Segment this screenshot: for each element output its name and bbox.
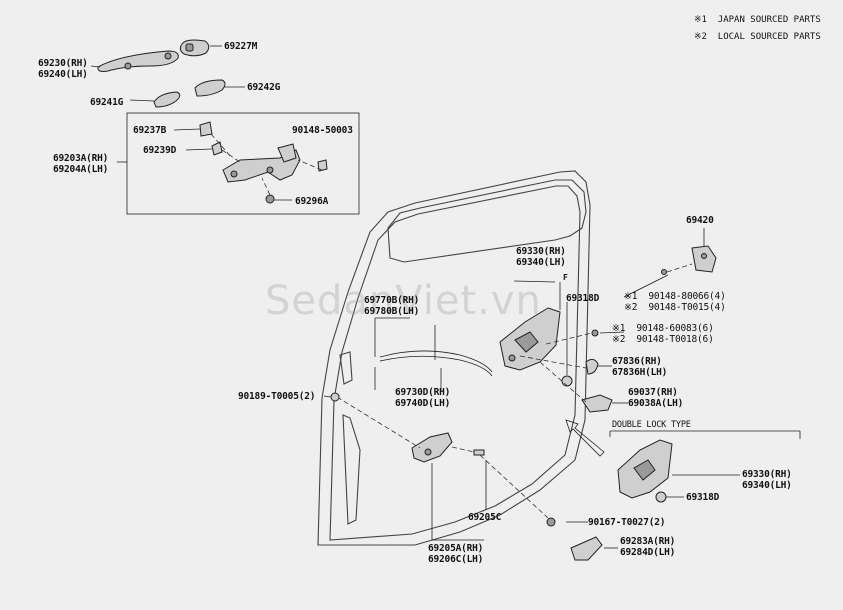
watermark: SedanViet.vn <box>265 278 542 324</box>
double-lock-bracket <box>609 430 801 439</box>
striker-bracket-part <box>661 245 717 275</box>
label-double-lock-type: DOUBLE LOCK TYPE <box>612 420 691 430</box>
door-outline <box>317 170 591 546</box>
label-69330-double-lock: 69330(RH) 69340(LH) <box>742 469 792 491</box>
label-69730d: 69730D(RH) 69740D(LH) <box>395 387 451 409</box>
fastener-parts <box>330 392 603 561</box>
label-69318d-double-lock: 69318D <box>686 492 720 503</box>
label-mark-f: F <box>563 273 568 282</box>
inside-handle-part <box>336 396 487 541</box>
label-leaders <box>90 45 705 549</box>
label-69203a: 69203A(RH) 69204A(LH) <box>53 153 109 175</box>
label-90148-50003: 90148-50003 <box>292 125 353 136</box>
latch-leaders <box>513 280 593 403</box>
inset-leaders <box>210 133 323 196</box>
legend-local: ※2 LOCAL SOURCED PARTS <box>694 32 821 42</box>
handle-pads <box>153 79 226 108</box>
label-69242g: 69242G <box>247 82 281 93</box>
legend-japan: ※1 JAPAN SOURCED PARTS <box>694 15 821 25</box>
label-69770b: 69770B(RH) 69780B(LH) <box>364 295 420 317</box>
label-67836: 67836(RH) 67836H(LH) <box>612 356 668 378</box>
label-69205c: 69205C <box>468 512 502 523</box>
label-69318d-top: 69318D <box>566 293 600 304</box>
outside-handle-part <box>97 50 179 72</box>
label-69296a: 69296A <box>295 196 329 207</box>
label-90167-t0027: 90167-T0027(2) <box>588 517 666 528</box>
label-69205a: 69205A(RH) 69206C(LH) <box>428 543 484 565</box>
label-69330-top: 69330(RH) 69340(LH) <box>516 246 566 268</box>
label-69227m: 69227M <box>224 41 258 52</box>
label-69239d: 69239D <box>143 145 177 156</box>
label-90148-80066: ※1 90148-80066(4) ※2 90148-T0015(4) <box>624 291 726 313</box>
direction-arrow <box>565 419 605 457</box>
label-69283a: 69283A(RH) 69284D(LH) <box>620 536 676 558</box>
lock-rods <box>374 317 493 390</box>
inset-frame <box>126 112 360 215</box>
label-69037: 69037(RH) 69038A(LH) <box>628 387 684 409</box>
door-lock-part <box>499 307 613 413</box>
label-69230: 69230(RH) 69240(LH) <box>38 58 88 80</box>
label-69241g: 69241G <box>90 97 124 108</box>
label-69420: 69420 <box>686 215 714 226</box>
label-90148-60083: ※1 90148-60083(6) ※2 90148-T0018(6) <box>612 323 714 345</box>
handle-cap-part <box>179 39 210 57</box>
handle-frame-part <box>199 121 328 204</box>
label-69237b: 69237B <box>133 125 167 136</box>
label-90189-t0005: 90189-T0005(2) <box>238 391 316 402</box>
double-lock-part <box>617 439 740 503</box>
